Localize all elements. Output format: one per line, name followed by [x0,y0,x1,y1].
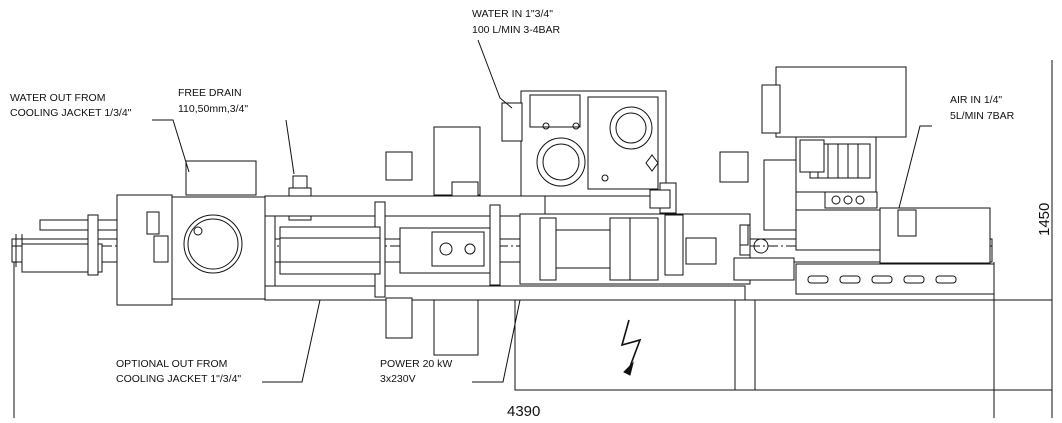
optional-out-label: OPTIONAL OUT FROM [116,358,227,370]
optional-out-spec: COOLING JACKET 1"/3/4" [116,373,241,385]
right-base [795,263,995,295]
water-out-label: WATER OUT FROM [10,92,105,104]
leader-lines [152,39,932,383]
central-frame [264,195,746,301]
gearbox-housing [501,90,677,214]
length-dimension-value: 4390 [507,403,540,420]
electrical-cabinet [514,299,1052,391]
air-in-label: AIR IN 1/4" [950,94,1002,106]
water-in-spec: 100 L/MIN 3-4BAR [472,24,561,36]
left-frame [116,160,268,306]
water-in-label: WATER IN 1"3/4" [472,8,553,20]
width-dimension-value: 1450 [1036,203,1053,236]
air-in-spec: 5L/MIN 7BAR [950,110,1015,122]
upper-posts [385,126,481,356]
power-spec: 3x230V [380,373,416,385]
free-drain-label: FREE DRAIN [178,87,242,99]
lightning-bolt-icon [620,319,642,376]
motor-assembly [733,66,991,281]
free-drain-spec: 110,50mm,3/4" [178,103,248,115]
power-label: POWER 20 kW [380,358,452,370]
water-out-spec: COOLING JACKET 1/3/4" [10,107,132,119]
